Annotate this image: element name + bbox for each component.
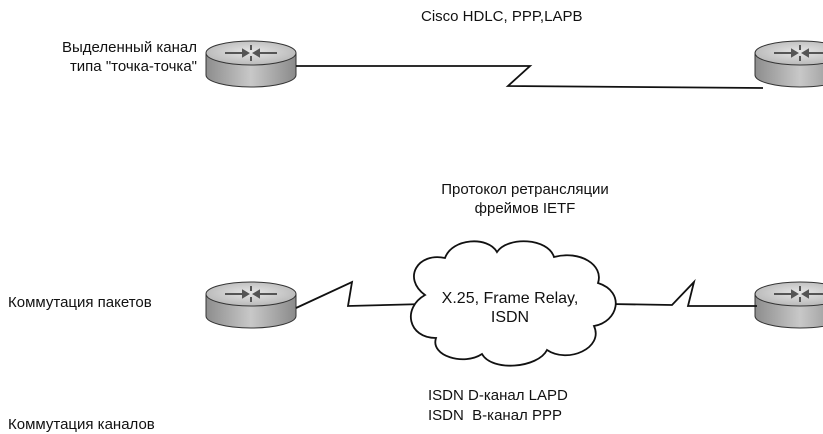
leased-line-label-line2: типа "точка-точка" — [69, 58, 197, 75]
router-icon — [205, 281, 297, 329]
isdn-b-channel: ISDN B-канал PPP — [428, 407, 562, 424]
leased-line-label: Выделенный канал типа "точка-точка" — [62, 38, 197, 76]
router-icon — [205, 40, 297, 88]
serial-link — [296, 65, 764, 89]
circuit-switching-label: Коммутация каналов — [8, 416, 155, 433]
frame-relay-protocol-line2: фреймов IETF — [474, 200, 576, 217]
cloud-label: X.25, Frame Relay, ISDN — [420, 289, 600, 327]
frame-relay-protocol-label: Протокол ретрансляции фреймов IETF — [395, 180, 655, 218]
cloud-icon — [409, 240, 617, 367]
serial-link — [609, 278, 757, 307]
cloud-label-line2: ISDN — [490, 309, 530, 326]
isdn-protocols: ISDN D-канал LAPD ISDN B-канал PPP — [428, 386, 568, 426]
serial-link — [295, 280, 426, 309]
cloud-label-line1: X.25, Frame Relay, — [441, 290, 579, 307]
router-icon — [754, 281, 823, 329]
router-icon — [754, 40, 823, 88]
leased-line-label-line1: Выделенный канал — [62, 39, 197, 56]
packet-switching-label: Коммутация пакетов — [8, 294, 152, 311]
isdn-d-channel: ISDN D-канал LAPD — [428, 387, 568, 404]
leased-line-protocols: Cisco HDLC, PPP,LAPB — [421, 8, 583, 25]
frame-relay-protocol-line1: Протокол ретрансляции — [441, 181, 609, 198]
